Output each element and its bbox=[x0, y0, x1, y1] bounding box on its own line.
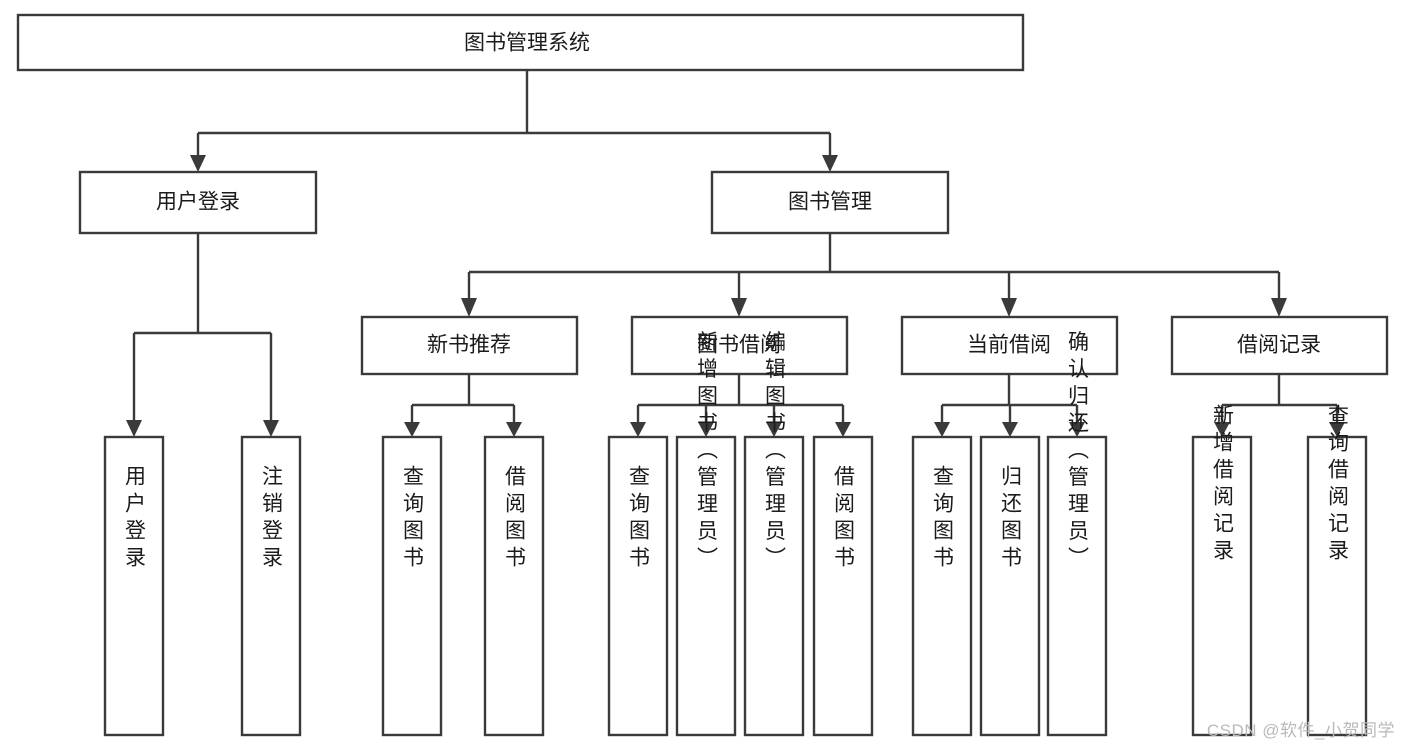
arrow-leaf-user-login bbox=[126, 420, 142, 437]
arrow-leaf-edit-book-admin bbox=[766, 422, 782, 437]
node-borrow-record-label: 借阅记录 bbox=[1237, 334, 1321, 357]
arrow-leaf-logout bbox=[263, 420, 279, 437]
node-root[interactable]: 图书管理系统 bbox=[16, 13, 1025, 72]
edge-book-borrow-to-leaves bbox=[630, 374, 851, 437]
node-current-borrow[interactable]: 当前借阅 bbox=[900, 315, 1119, 376]
node-leaf-return-book[interactable]: 归还图书 bbox=[979, 435, 1041, 737]
node-book-manage-label: 图书管理 bbox=[788, 191, 872, 214]
node-leaf-add-record[interactable]: 新增借阅记录 bbox=[1191, 404, 1253, 737]
node-borrow-record-box[interactable] bbox=[1170, 315, 1389, 376]
node-leaf-confirm-return-admin[interactable]: 确认归还（管理员） bbox=[1046, 331, 1108, 737]
node-leaf-borrow-book-2-label: 借阅图书 bbox=[832, 465, 856, 573]
node-book-manage[interactable]: 图书管理 bbox=[710, 170, 950, 235]
arrow-leaf-confirm-return bbox=[1069, 422, 1085, 437]
node-leaf-edit-book-admin[interactable]: 编辑图书（管理员） bbox=[743, 331, 805, 737]
node-user-login-label: 用户登录 bbox=[156, 191, 240, 214]
node-leaf-query-record[interactable]: 查询借阅记录 bbox=[1306, 404, 1368, 737]
node-leaf-add-book-admin-label: 新增图书（管理员） bbox=[695, 331, 719, 574]
node-leaf-query-book-2[interactable]: 查询图书 bbox=[607, 435, 669, 737]
edge-current-borrow-to-leaves bbox=[934, 374, 1085, 437]
edge-book-manage-to-level3 bbox=[461, 233, 1287, 317]
node-book-manage-box[interactable] bbox=[710, 170, 950, 235]
node-leaf-return-book-label: 归还图书 bbox=[999, 465, 1023, 573]
node-leaf-user-login-label: 用户登录 bbox=[123, 465, 147, 573]
arrow-borrow-record bbox=[1271, 298, 1287, 317]
node-leaf-borrow-book-2-box[interactable] bbox=[812, 435, 874, 737]
node-root-box[interactable] bbox=[16, 13, 1025, 72]
node-leaf-query-record-box[interactable] bbox=[1306, 435, 1368, 737]
arrow-leaf-query-book-3 bbox=[934, 422, 950, 437]
node-leaf-query-book-3-label: 查询图书 bbox=[931, 465, 955, 573]
node-leaf-query-book-1[interactable]: 查询图书 bbox=[381, 435, 443, 737]
arrow-book-manage bbox=[822, 155, 838, 172]
node-book-borrow-box[interactable] bbox=[630, 315, 849, 376]
edge-new-book-rec-to-leaves bbox=[404, 374, 522, 437]
node-new-book-rec-label: 新书推荐 bbox=[427, 334, 511, 357]
arrow-new-book-rec bbox=[461, 298, 477, 317]
node-leaf-add-book-admin[interactable]: 新增图书（管理员） bbox=[675, 331, 737, 737]
arrow-leaf-add-record bbox=[1214, 422, 1230, 437]
node-leaf-user-login-box[interactable] bbox=[103, 435, 165, 737]
node-current-borrow-box[interactable] bbox=[900, 315, 1119, 376]
node-leaf-borrow-book-1[interactable]: 借阅图书 bbox=[483, 435, 545, 737]
edge-root-to-level2 bbox=[190, 70, 838, 172]
node-leaf-query-book-1-label: 查询图书 bbox=[401, 465, 425, 573]
node-book-borrow[interactable]: 图书借阅 bbox=[630, 315, 849, 376]
arrow-leaf-return-book bbox=[1002, 422, 1018, 437]
node-new-book-rec-box[interactable] bbox=[360, 315, 579, 376]
node-leaf-add-record-label: 新增借阅记录 bbox=[1211, 404, 1235, 566]
node-book-borrow-label: 图书借阅 bbox=[697, 334, 781, 357]
node-leaf-add-book-admin-box[interactable] bbox=[675, 435, 737, 737]
node-leaf-logout-box[interactable] bbox=[240, 435, 302, 737]
node-user-login-box[interactable] bbox=[78, 170, 318, 235]
node-leaf-edit-book-admin-label: 编辑图书（管理员） bbox=[763, 331, 787, 574]
node-leaf-query-book-2-label: 查询图书 bbox=[627, 465, 651, 573]
arrow-leaf-query-record bbox=[1329, 422, 1345, 437]
node-leaf-edit-book-admin-box[interactable] bbox=[743, 435, 805, 737]
node-borrow-record[interactable]: 借阅记录 bbox=[1170, 315, 1389, 376]
node-root-label: 图书管理系统 bbox=[464, 32, 590, 55]
node-leaf-logout-label: 注销登录 bbox=[260, 465, 284, 573]
arrow-user-login bbox=[190, 155, 206, 172]
edge-borrow-record-to-leaves bbox=[1214, 374, 1345, 437]
node-leaf-query-book-1-box[interactable] bbox=[381, 435, 443, 737]
node-leaf-add-record-box[interactable] bbox=[1191, 435, 1253, 737]
csdn-watermark: CSDN @软件_小贺同学 bbox=[1206, 721, 1395, 740]
node-leaf-confirm-return-admin-label: 确认归还（管理员） bbox=[1066, 331, 1090, 574]
node-leaf-logout[interactable]: 注销登录 bbox=[240, 435, 302, 737]
arrow-leaf-add-book-admin bbox=[698, 422, 714, 437]
node-leaf-user-login[interactable]: 用户登录 bbox=[103, 435, 165, 737]
node-leaf-query-book-2-box[interactable] bbox=[607, 435, 669, 737]
node-leaf-return-book-box[interactable] bbox=[979, 435, 1041, 737]
arrow-current-borrow bbox=[1001, 298, 1017, 317]
node-leaf-borrow-book-1-box[interactable] bbox=[483, 435, 545, 737]
node-leaf-query-record-label: 查询借阅记录 bbox=[1326, 404, 1350, 566]
arrow-leaf-borrow-book-2 bbox=[835, 422, 851, 437]
node-leaf-confirm-return-admin-box[interactable] bbox=[1046, 435, 1108, 737]
node-leaf-borrow-book-1-label: 借阅图书 bbox=[503, 465, 527, 573]
arrow-leaf-query-book-1 bbox=[404, 422, 420, 437]
arrow-book-borrow bbox=[731, 298, 747, 317]
node-leaf-query-book-3-box[interactable] bbox=[911, 435, 973, 737]
node-user-login[interactable]: 用户登录 bbox=[78, 170, 318, 235]
arrow-leaf-query-book-2 bbox=[630, 422, 646, 437]
node-leaf-query-book-3[interactable]: 查询图书 bbox=[911, 435, 973, 737]
node-new-book-rec[interactable]: 新书推荐 bbox=[360, 315, 579, 376]
edge-user-login-to-leaves bbox=[126, 233, 279, 437]
arrow-leaf-borrow-book-1 bbox=[506, 422, 522, 437]
node-leaf-borrow-book-2[interactable]: 借阅图书 bbox=[812, 435, 874, 737]
node-current-borrow-label: 当前借阅 bbox=[967, 334, 1051, 357]
